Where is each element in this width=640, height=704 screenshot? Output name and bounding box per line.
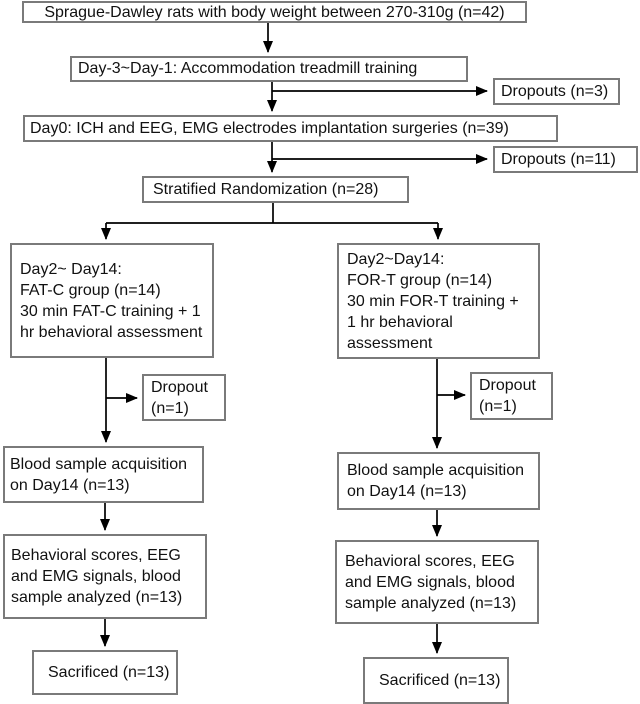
surgery-box: Day0: ICH and EEG, EMG electrodes implan… [23,115,558,142]
dropout-fatc-box: Dropout (n=1) [142,374,226,421]
split-line-randomization [106,203,438,224]
enrollment-box: Sprague-Dawley rats with body weight bet… [22,1,527,23]
blood-sample-fort-box: Blood sample acquisition on Day14 (n=13) [337,452,540,510]
analysis-fatc-box: Behavioral scores, EEG and EMG signals, … [3,534,207,619]
sacrificed-fatc-box: Sacrificed (n=13) [32,650,178,695]
blood-sample-fatc-box: Blood sample acquisition on Day14 (n=13) [3,446,204,503]
dropouts-accommodation-box: Dropouts (n=3) [493,78,620,105]
fatc-group-box: Day2~ Day14: FAT-C group (n=14) 30 min F… [10,243,214,358]
fort-group-box: Day2~Day14: FOR-T group (n=14) 30 min FO… [337,243,540,359]
dropouts-surgery-box: Dropouts (n=11) [493,146,638,173]
sacrificed-fort-box: Sacrificed (n=13) [363,657,509,704]
dropout-fort-box: Dropout (n=1) [470,372,553,420]
randomization-box: Stratified Randomization (n=28) [142,176,409,203]
accommodation-training-box: Day-3~Day-1: Accommodation treadmill tra… [70,56,468,82]
analysis-fort-box: Behavioral scores, EEG and EMG signals, … [335,540,539,624]
